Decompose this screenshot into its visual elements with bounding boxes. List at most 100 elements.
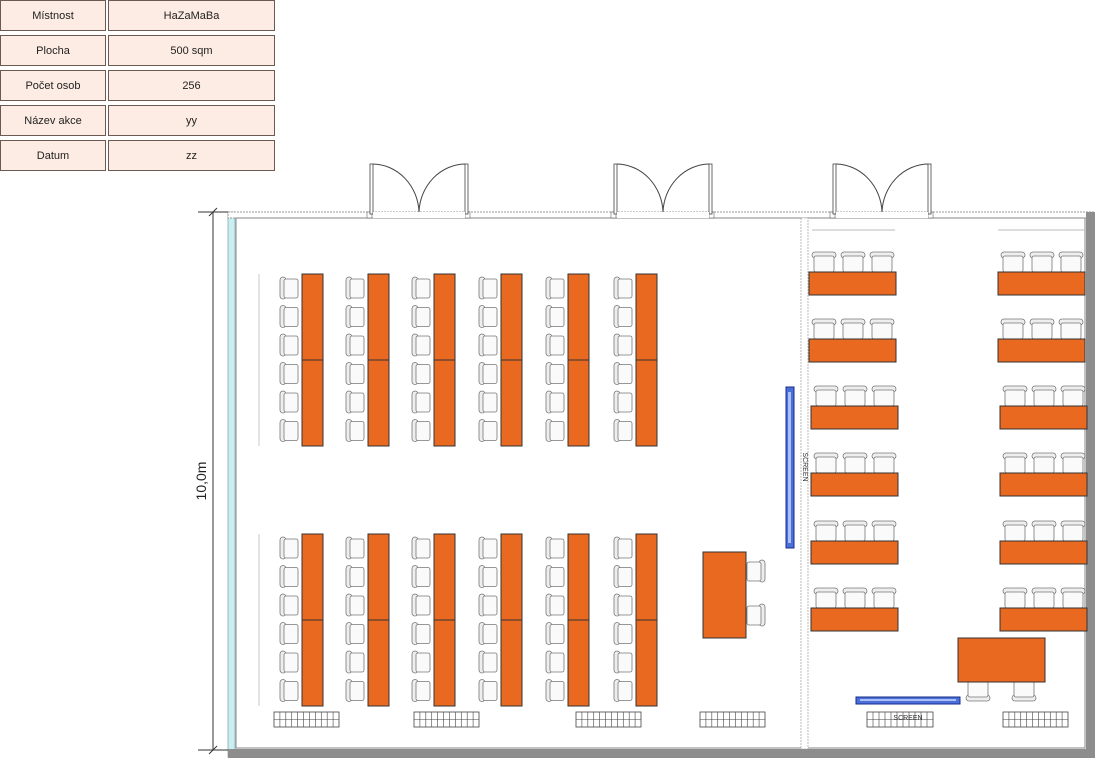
chair	[345, 679, 365, 702]
left-room	[258, 273, 766, 728]
chair	[279, 536, 299, 560]
door	[366, 163, 471, 219]
chair	[813, 385, 839, 407]
chair	[411, 622, 431, 645]
table	[367, 273, 390, 361]
chair	[345, 650, 365, 674]
table-column	[279, 533, 324, 707]
chair	[811, 318, 837, 340]
chair	[411, 593, 431, 617]
chair	[345, 419, 365, 442]
chair	[478, 362, 498, 385]
chair	[345, 622, 365, 645]
chair	[545, 622, 565, 645]
table	[635, 273, 658, 361]
chair	[478, 536, 498, 560]
chair	[842, 520, 868, 542]
chair	[613, 536, 633, 560]
chair	[478, 650, 498, 674]
info-row-area: Plocha 500 sqm	[0, 35, 275, 68]
table-group	[810, 385, 899, 430]
radiator	[699, 711, 766, 728]
info-row-date: Datum zz	[0, 140, 275, 173]
chair	[1058, 318, 1084, 340]
chair	[279, 622, 299, 645]
chair	[279, 390, 299, 414]
chair	[411, 536, 431, 560]
chair	[813, 452, 839, 474]
chair	[613, 333, 633, 357]
table	[635, 359, 658, 447]
chair	[871, 385, 897, 407]
chair	[1031, 385, 1057, 407]
chair	[871, 520, 897, 542]
chair	[478, 333, 498, 357]
chair	[613, 593, 633, 617]
table	[500, 533, 523, 621]
chair	[345, 593, 365, 617]
chair	[840, 318, 866, 340]
table	[301, 359, 324, 447]
table	[367, 619, 390, 707]
table-column	[345, 273, 390, 447]
table	[808, 271, 897, 296]
table-group	[810, 587, 899, 632]
chair	[613, 679, 633, 702]
table	[567, 273, 590, 361]
radiator	[1002, 711, 1069, 728]
chair	[345, 565, 365, 588]
chair	[1031, 587, 1057, 609]
info-row-room: Místnost HaZaMaBa	[0, 0, 275, 33]
table-group	[999, 385, 1088, 430]
chair	[613, 565, 633, 588]
table-group	[810, 452, 899, 497]
table	[635, 619, 658, 707]
table-column	[545, 273, 590, 447]
chair	[869, 251, 895, 273]
chair	[345, 362, 365, 385]
chair	[345, 333, 365, 357]
head-table-group	[957, 637, 1046, 702]
chair	[1060, 452, 1086, 474]
table	[810, 472, 899, 497]
screen-label-horizontal: SCREEN	[893, 715, 922, 722]
table	[433, 619, 456, 707]
info-value: yy	[108, 105, 275, 136]
chair	[279, 305, 299, 328]
table	[567, 619, 590, 707]
chair	[842, 587, 868, 609]
chair	[613, 419, 633, 442]
chair	[279, 362, 299, 385]
table-column	[411, 273, 456, 447]
chair	[1011, 680, 1037, 702]
chair	[1002, 587, 1028, 609]
side-table-group	[702, 551, 766, 639]
table-group	[997, 318, 1086, 363]
radiator	[273, 711, 340, 728]
chair	[545, 650, 565, 674]
chair	[345, 536, 365, 560]
chair	[613, 390, 633, 414]
table-group	[999, 587, 1088, 632]
table	[810, 540, 899, 565]
chair	[965, 680, 991, 702]
chair	[411, 276, 431, 300]
chair	[842, 452, 868, 474]
chair	[478, 390, 498, 414]
table-column	[411, 533, 456, 707]
chair	[411, 419, 431, 442]
chair	[345, 276, 365, 300]
chair	[411, 362, 431, 385]
table-column	[279, 273, 324, 447]
table	[367, 359, 390, 447]
info-value: 500 sqm	[108, 35, 275, 66]
table	[301, 619, 324, 707]
screens: SCREEN SCREEN	[785, 386, 961, 722]
table	[702, 551, 747, 639]
chair	[1000, 318, 1026, 340]
chair	[1002, 385, 1028, 407]
radiator	[866, 711, 934, 728]
table	[810, 607, 899, 632]
chair	[478, 622, 498, 645]
table	[433, 273, 456, 361]
